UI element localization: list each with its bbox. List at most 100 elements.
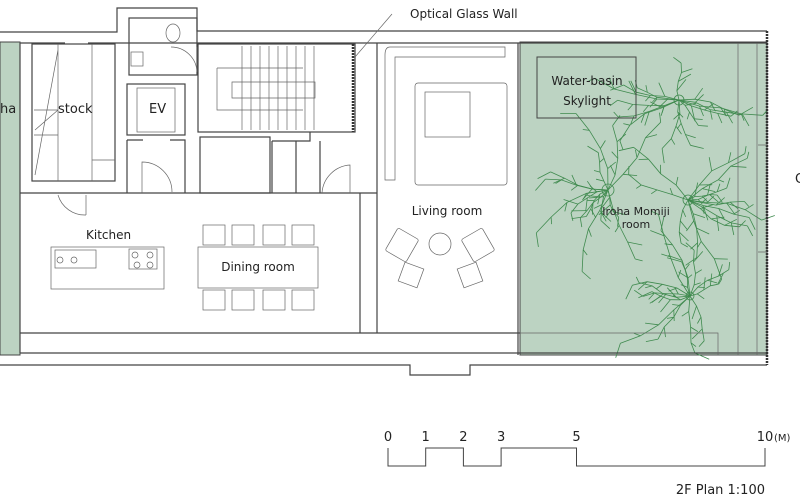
dining-table (197, 224, 319, 311)
branch (575, 113, 609, 191)
branch (571, 216, 587, 219)
branch (590, 208, 597, 218)
branch (623, 123, 630, 126)
dining-chair (231, 224, 255, 246)
branch (699, 105, 704, 117)
branch (691, 328, 703, 340)
branch (715, 197, 725, 206)
stock-room (31, 43, 116, 216)
branch (635, 149, 638, 158)
branch (677, 111, 684, 118)
branch (610, 84, 624, 91)
branch (638, 282, 691, 298)
branch (570, 184, 579, 191)
branch (718, 278, 723, 285)
branch (663, 326, 666, 338)
branch (717, 113, 723, 124)
branch (744, 146, 747, 154)
scale-tick-label: 3 (497, 430, 505, 445)
branch (728, 261, 731, 270)
branch (686, 111, 690, 120)
branch (674, 287, 679, 295)
branch (588, 228, 592, 237)
branch (600, 140, 606, 149)
branch (612, 115, 621, 126)
branch (678, 99, 743, 116)
branch (747, 225, 754, 237)
branch (702, 188, 716, 192)
branch (698, 340, 705, 347)
iroha-room-label: room (622, 218, 650, 231)
branch (610, 165, 616, 176)
branch (608, 77, 615, 90)
branch (678, 271, 689, 279)
branch (680, 242, 688, 248)
branch (738, 106, 754, 116)
branch (619, 140, 624, 150)
staircase (197, 13, 393, 194)
dining-chair (262, 224, 286, 246)
toilet-room (128, 17, 198, 76)
branch (748, 217, 756, 230)
branch (709, 194, 719, 203)
outer-walls (0, 7, 769, 376)
branch (607, 125, 619, 191)
branch (697, 199, 703, 205)
branch (693, 118, 703, 120)
branch (687, 199, 699, 258)
branch (600, 220, 611, 229)
branch (707, 279, 718, 284)
branch (666, 257, 682, 263)
branch (694, 87, 704, 100)
branch (687, 199, 762, 221)
scale-tick-label: 5 (572, 430, 580, 445)
branch (696, 227, 710, 235)
branch (684, 263, 690, 271)
branch (633, 289, 644, 297)
living-room-label: Living room (412, 204, 483, 218)
branch (689, 269, 730, 297)
branch (687, 199, 723, 280)
branch (681, 68, 693, 73)
branch (660, 215, 665, 231)
kitchen-label: Kitchen (86, 228, 131, 242)
branch (661, 253, 671, 258)
branch (686, 220, 695, 232)
branch (687, 153, 746, 201)
branch (677, 269, 682, 278)
branch (643, 292, 691, 297)
scale-bar-line (387, 447, 766, 467)
branch (613, 111, 619, 118)
branch (744, 201, 750, 207)
branch (691, 305, 697, 320)
branch (588, 77, 596, 82)
tree-trunk-icon (685, 291, 695, 301)
branch (618, 146, 634, 152)
elevator (126, 83, 186, 193)
dining-chair (291, 289, 315, 311)
branch (678, 199, 689, 244)
branch (707, 183, 711, 196)
branch (617, 217, 620, 227)
branch (598, 204, 611, 216)
branch (627, 241, 643, 246)
branch (697, 316, 702, 324)
branch (687, 199, 745, 206)
branch (597, 193, 601, 205)
branch (630, 80, 637, 93)
branch (642, 105, 649, 113)
branch (587, 195, 602, 198)
tree-trunk-icon (682, 194, 694, 206)
branch (535, 232, 539, 247)
branch (687, 199, 748, 227)
branch (689, 283, 718, 297)
branch (593, 170, 601, 173)
branch (661, 99, 681, 149)
branch (689, 250, 696, 297)
plan-caption: 2F Plan 1:100 (676, 483, 765, 498)
branch (638, 291, 653, 299)
branch (660, 230, 691, 297)
branch (697, 293, 705, 300)
